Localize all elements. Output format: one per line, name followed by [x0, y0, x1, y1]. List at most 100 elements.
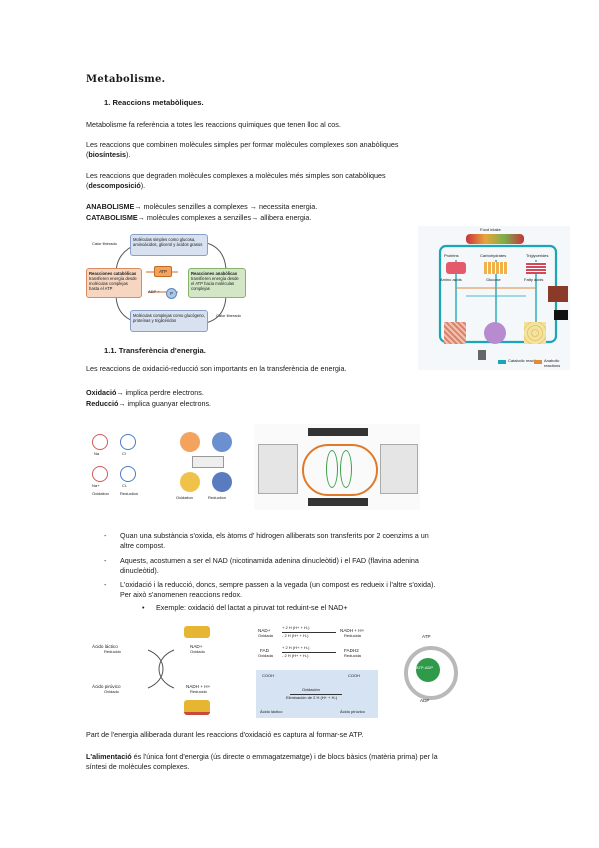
cooh-right: COOH	[348, 673, 360, 678]
p2-close: ).	[125, 150, 131, 160]
paragraph-alimentacio: L'alimentació és l'única font d'energia …	[86, 752, 526, 773]
paragraph-anaboliques: Les reaccions que combinen molècules sim…	[86, 140, 516, 161]
lactic-acid-label: Ácido láctico	[92, 644, 118, 649]
bullet-1-b: altre compost.	[120, 541, 166, 551]
legend-catabolic: Catabolic reactions	[508, 358, 543, 363]
heat-released-bottom: Calor liberado	[216, 313, 241, 318]
catabolisme-text: → molècules complexes a senzilles→ allib…	[137, 213, 312, 222]
page-title: Metabolisme.	[86, 74, 166, 85]
food-metabolism-figure: Food intake Proteins Carbohydrates Trigl…	[418, 226, 570, 370]
truck-loaded-icon	[184, 700, 210, 715]
eq-nad-sub: Oxidada	[258, 633, 273, 638]
nad-label: NAD+	[190, 644, 203, 649]
triglyceride-image	[526, 262, 546, 274]
paragraph-redox: Les reaccions de oxidació-reducció son i…	[86, 364, 347, 373]
anabolic-box: Reacciones anabólicas transfieren energí…	[188, 268, 246, 298]
p3-close: ).	[140, 181, 146, 191]
paragraph-metabolisme: Metabolisme fa referència a totes les re…	[86, 120, 341, 129]
left-panel	[258, 444, 298, 494]
legend-anabolic: Anabolic reactions	[544, 358, 561, 368]
carbohydrate-chain-image	[484, 262, 508, 274]
exchange-box	[192, 456, 224, 468]
lactic-structure-label: Ácido láctico	[260, 709, 283, 714]
equations-panel: NAD+ Oxidada + 2 H (H+ + H-) - 2 H (H+ +…	[256, 624, 378, 666]
lactic-reduced-label: Reducido	[104, 649, 121, 654]
eq-fadh: FADH2	[344, 648, 359, 653]
oxidation-step-label: Oxidación	[302, 687, 320, 692]
bullet-1: Quan una substància s'oxida, els àtoms d…	[120, 531, 530, 552]
ellipse-right	[340, 450, 352, 488]
eq-bot: - 2 H (H+ + H-)	[282, 633, 309, 638]
cl-minus-label: Cl-	[122, 483, 128, 488]
anabolic-text: transfieren energía desde el ATP hacia m…	[191, 276, 239, 291]
eq-fad: FAD	[260, 648, 269, 653]
eq-nad: NAD+	[258, 628, 271, 633]
atp-badge: ATP	[154, 266, 172, 277]
protein-structure-image	[446, 262, 466, 274]
alimentacio-text: és l'única font d'energia (ús directe o …	[131, 752, 438, 761]
pyruvic-acid-label: Ácido pirúvico	[92, 684, 121, 689]
oxidacio-label: Oxidació	[86, 388, 117, 397]
redox-loop	[302, 444, 378, 496]
catabolisme-label: CATABOLISME	[86, 213, 138, 222]
section-heading-1: 1. Reaccions metabòliques.	[104, 98, 204, 107]
p2-open: (	[86, 150, 89, 160]
triglycerides-label: Triglycerides	[526, 253, 549, 258]
reduccio-line: Reducció→ implica guanyar electrons.	[86, 399, 211, 409]
reduccio-label: Reducció	[86, 399, 119, 408]
carbohydrates-label: Carbohydrates	[480, 253, 507, 258]
bullet-3-b: Per això s'anomenen reaccions redox.	[120, 590, 243, 600]
oxidation-step-arrow	[290, 694, 342, 695]
anabolisme-text: → molècules senzilles a complexes → nece…	[134, 202, 318, 211]
anabolisme-label: ANABOLISME	[86, 202, 135, 211]
oxidation-caption: Oxidation	[176, 495, 193, 500]
lactate-arrows	[147, 649, 175, 689]
eq-arrow-2	[282, 652, 336, 653]
eq-top-2: + 2 H (H+ + H-)	[282, 645, 310, 650]
battery-icon	[478, 350, 486, 360]
pyruvic-structure-label: Ácido pirúvico	[340, 709, 365, 714]
pyruvic-oxidized-label: Oxidado	[104, 689, 119, 694]
simple-molecules-box: Moléculas simples como glucosa, aminoáci…	[130, 234, 208, 256]
reduction-caption: Reduction	[208, 495, 227, 500]
heat-released-top: Calor liberado	[92, 241, 117, 246]
alimentacio-text-2: síntesi de molècules complexes.	[86, 762, 190, 772]
p3-text: Les reaccions que degraden molècules com…	[86, 171, 386, 180]
right-panel	[380, 444, 418, 494]
anabolisme-line: ANABOLISME→ molècules senzilles a comple…	[86, 202, 317, 212]
ellipse-left	[326, 450, 338, 488]
eq-nadh-sub: Reducida	[344, 633, 361, 638]
bullet-3-a: L'oxidació i la reducció, doncs, sempre …	[120, 580, 436, 589]
paragraph-atp: Part de l'energia alliberada durant les …	[86, 730, 364, 739]
eq-bot-2: - 2 H (H+ + H-)	[282, 653, 309, 658]
cl-label: Cl	[122, 451, 126, 456]
redox-cycle-figure	[254, 424, 420, 510]
eq-fad-sub: Oxidada	[258, 653, 273, 658]
nacl-redox-figure: Na Cl Na+ Cl- Oxidation Reduction	[86, 424, 154, 510]
cooh-left: COOH	[262, 673, 274, 678]
nadh-label: NADH + H+	[186, 684, 211, 689]
bullet-2-a: Aquests, acostumen a ser el NAD (nicotin…	[120, 556, 419, 565]
cl-ion	[120, 466, 136, 482]
catabolic-text: transfieren energía desde moléculas comp…	[89, 276, 137, 291]
cell-image	[484, 322, 506, 344]
lactate-nad-figure: Ácido láctico Reducido Ácido pirúvico Ox…	[86, 622, 236, 716]
oxidized-circle	[180, 472, 200, 492]
glucose-label: Glucose	[486, 277, 501, 282]
oxidacio-text: → implica perdre electrons.	[116, 388, 204, 397]
catabolic-box: Reacciones catabólicas transfieren energ…	[86, 268, 142, 298]
oxidizing-agent-circle	[212, 432, 232, 452]
oxidation-label-small: Oxidation	[92, 491, 109, 496]
electron-transfer-figure: Oxidation Reduction	[172, 424, 242, 510]
reduction-label-small: Reduction	[120, 491, 139, 496]
house-icon	[548, 286, 568, 302]
eq-nadh: NADH + H+	[340, 628, 365, 633]
food-image	[466, 234, 524, 244]
nad-fad-equations-figure: NAD+ Oxidada + 2 H (H+ + H-) - 2 H (H+ +…	[256, 624, 378, 718]
oxidation-bar	[308, 428, 368, 436]
phosphate-circle: P	[166, 288, 177, 299]
atp-cycle-ring	[404, 646, 458, 700]
bullet-1-a: Quan una substància s'oxida, els àtoms d…	[120, 531, 429, 540]
bullet-dash-3: -	[104, 580, 107, 589]
legend-anabolic-swatch	[534, 360, 542, 364]
